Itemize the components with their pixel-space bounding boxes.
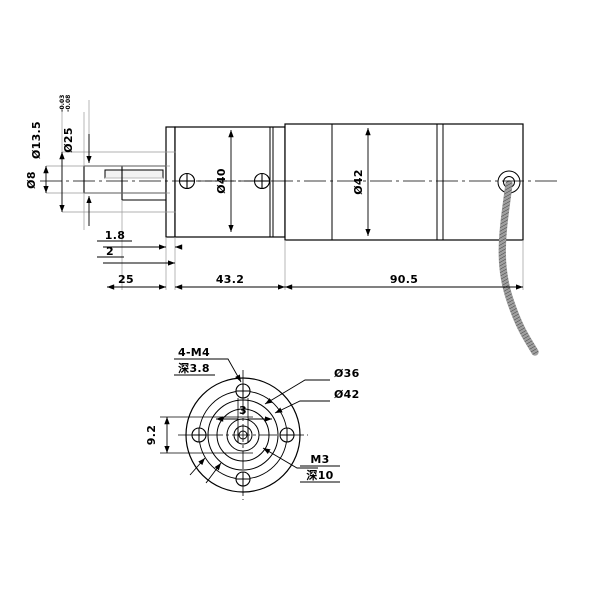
callout-mount-holes-line2: 深3.8	[178, 361, 210, 375]
dim-1p8	[97, 240, 183, 250]
label-dim-2: 2	[106, 245, 114, 258]
label-dim-25: 25	[118, 273, 134, 286]
callout-bolt-circle: Ø36	[334, 367, 360, 380]
front-centerlines	[178, 370, 308, 500]
callout-center-thread-line2: 深10	[306, 468, 333, 482]
callout-mount-holes-line1: 4-M4	[178, 346, 210, 359]
callout-center-thread-line1: M3	[310, 453, 329, 466]
label-shaft-diameter: Ø8	[25, 171, 38, 189]
label-motor-diameter: Ø42	[352, 169, 365, 195]
label-dim-90p5: 90.5	[390, 273, 418, 286]
label-register-tol-lower: -0.08	[65, 95, 72, 112]
side-view-group	[40, 100, 560, 356]
label-register-tol-upper: -0.03	[59, 95, 66, 112]
label-dim-43p2: 43.2	[216, 273, 244, 286]
label-dim-1p8: 1.8	[105, 229, 125, 242]
dim-3	[216, 398, 272, 430]
output-cable	[498, 180, 539, 356]
dim-9p2	[160, 416, 253, 454]
dim-gearbox-diameter	[196, 130, 256, 232]
label-dim-3: 3	[239, 404, 247, 417]
label-gearbox-diameter: Ø40	[215, 168, 228, 194]
output-shaft	[83, 165, 167, 201]
text-layer: Ø13.5 Ø25 -0.03 -0.08 Ø8 Ø40 Ø42 1.8 2 2…	[25, 95, 418, 482]
callout-outer-diameter: Ø42	[334, 388, 360, 401]
front-view-group	[160, 358, 340, 500]
motor-body	[284, 123, 524, 241]
front-leaders	[174, 358, 340, 484]
label-dim-9p2: 9.2	[145, 425, 158, 445]
dim-2	[97, 256, 175, 266]
label-register-diameter: Ø25	[62, 127, 75, 153]
label-pilot-diameter: Ø13.5	[30, 121, 43, 159]
